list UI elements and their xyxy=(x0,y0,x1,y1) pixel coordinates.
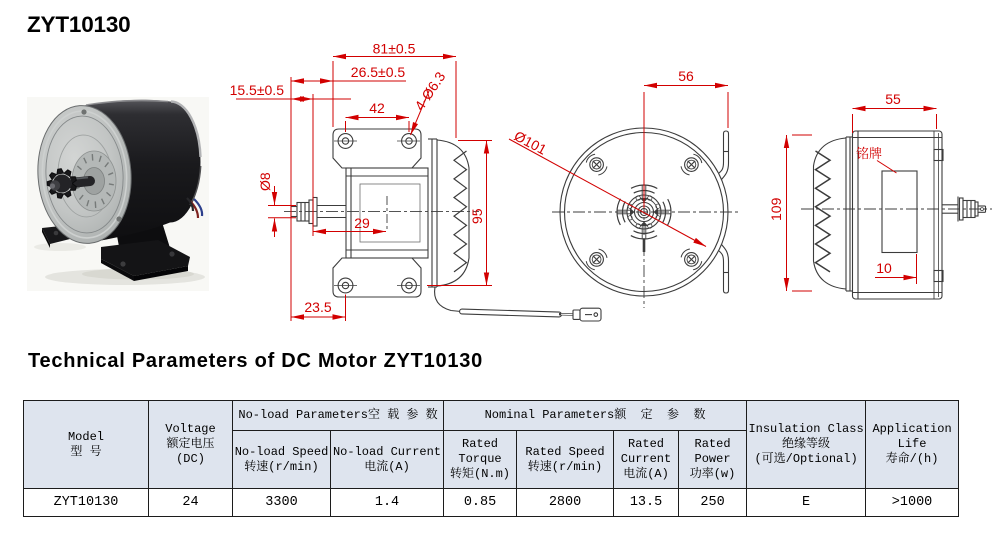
drawing-front-view xyxy=(552,118,740,308)
header-noload-group: No-load Parameters空 载 参 数 xyxy=(231,400,445,431)
value-rated-current: 13.5 xyxy=(613,488,680,517)
header-rated-power: Rated Power 功率(w) xyxy=(678,430,748,489)
header-rated-speed: Rated Speed 转速(r/min) xyxy=(516,430,615,489)
dim-overall-length: 81±0.5 xyxy=(373,41,416,57)
nameplate-label: 铭牌 xyxy=(856,143,882,162)
page-title: ZYT10130 xyxy=(27,12,131,37)
parameters-table: Model 型 号 Voltage 额定电压 (DC) No-load Para… xyxy=(23,400,960,517)
header-rated-current: Rated Current 电流(A) xyxy=(613,430,680,489)
nameplate-rect xyxy=(881,170,918,254)
figure-area: 81±0.5 26.5±0.5 15.5±0.5 42 4-Ø6.3 Ø8 29… xyxy=(27,40,992,322)
section-heading: Technical Parameters of DC Motor ZYT1013… xyxy=(28,350,483,372)
header-voltage: Voltage 额定电压 (DC) xyxy=(148,400,233,489)
header-rated-torque: Rated Torque 转矩(N.m) xyxy=(443,430,518,489)
table-row: ZYT10130 24 3300 1.4 0.85 2800 13.5 250 … xyxy=(23,488,960,517)
value-noload-current: 1.4 xyxy=(329,488,445,517)
header-noload-speed: No-load Speed 转速(r/min) xyxy=(232,430,331,489)
dims-side-view-right xyxy=(783,105,937,292)
dim-shaft-to-holes: 23.5 xyxy=(304,299,331,315)
dim-bracket-offset: 56 xyxy=(678,68,694,84)
dims-side-view-left xyxy=(236,53,492,321)
motor-photo xyxy=(27,97,209,291)
dim-labels-side-view-right: 55 109 铭牌 10 xyxy=(768,91,901,276)
dim-nameplate-offset: 10 xyxy=(876,260,892,276)
value-rated-speed: 2800 xyxy=(516,488,615,517)
header-nominal-group: Nominal Parameters额 定 参 数 xyxy=(443,400,748,431)
value-application-life: >1000 xyxy=(865,488,960,517)
header-insulation: Insulation Class 绝缘等级 (可选/Optional) xyxy=(746,400,867,489)
dim-body-diameter: Ø101 xyxy=(512,128,550,158)
dim-shaft-diameter: Ø8 xyxy=(257,172,273,191)
dims-front-view xyxy=(508,82,729,247)
dim-mount-holes: 4-Ø6.3 xyxy=(411,69,448,114)
dim-hole-spacing-h: 42 xyxy=(369,100,385,116)
dim-hole-spacing-v: 95 xyxy=(469,208,485,224)
drawing-side-view-right xyxy=(801,130,992,300)
value-voltage: 24 xyxy=(148,488,233,517)
value-insulation: E xyxy=(746,488,867,517)
dim-body-length: 55 xyxy=(885,91,901,107)
header-model: Model 型 号 xyxy=(23,400,149,489)
value-model: ZYT10130 xyxy=(23,488,149,517)
photo-shaft-sprocket xyxy=(46,168,95,199)
dim-body-height: 109 xyxy=(768,197,784,221)
header-application-life: Application Life 寿命/(h) xyxy=(865,400,960,489)
dim-shaft-length: 15.5±0.5 xyxy=(230,82,285,98)
drawing-side-view-left xyxy=(284,128,602,322)
dim-shaft-to-body: 29 xyxy=(354,215,370,231)
value-rated-torque: 0.85 xyxy=(443,488,518,517)
dim-labels-side-view-left: 81±0.5 26.5±0.5 15.5±0.5 42 4-Ø6.3 Ø8 29… xyxy=(230,41,485,316)
dim-front-offset: 26.5±0.5 xyxy=(351,64,406,80)
header-noload-current: No-load Current 电流(A) xyxy=(329,430,445,489)
value-noload-speed: 3300 xyxy=(232,488,331,517)
value-rated-power: 250 xyxy=(678,488,748,517)
